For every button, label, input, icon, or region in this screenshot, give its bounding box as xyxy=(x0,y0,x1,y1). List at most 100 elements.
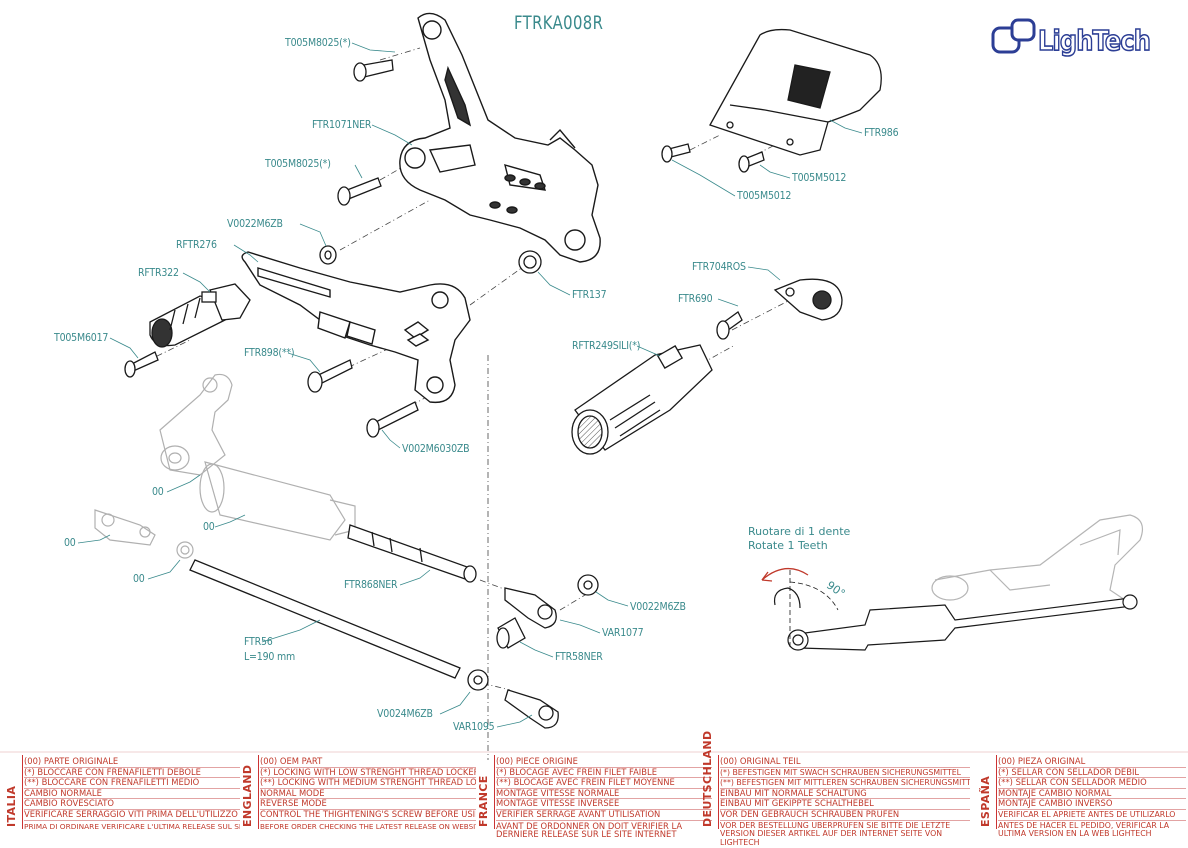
callout-label: FTR56 xyxy=(244,636,273,648)
footpeg-rftr249sili xyxy=(571,344,713,455)
legend-row: VERIFICARE SERRAGGIO VITI PRIMA DELL'UTI… xyxy=(24,810,240,821)
callout-label: FTR704ROS xyxy=(692,261,746,273)
logo-mark-icon xyxy=(991,18,1036,54)
callout-label: FTR868NER xyxy=(344,579,398,591)
callout-label: RFTR249SILI(*) xyxy=(572,340,641,352)
legend-row: ANTES DE HACER EL PEDIDO, VERIFICAR LA U… xyxy=(998,821,1170,839)
assembled-view xyxy=(931,514,1143,601)
legend-row: PRIMA DI ORDINARE VERIFICARE L'ULTIMA RE… xyxy=(24,821,240,831)
legend-row: (*) BLOCAGE AVEC FREIN FILET FAIBLE xyxy=(496,768,712,779)
legend-row: (**) LOCKING WITH MEDIUM STRENGHT THREAD… xyxy=(260,778,476,789)
callout-label: T005M8025(*) xyxy=(265,158,331,170)
callout-label: T005M5012 xyxy=(792,172,847,184)
brand-logo: LighTech xyxy=(990,18,1170,62)
legend-row: (**) SELLAR CON SELLADOR MEDIO xyxy=(998,778,1186,789)
callout-label: RFTR322 xyxy=(138,267,179,279)
bracket-ftr704ros xyxy=(773,278,843,321)
rotate-arrow xyxy=(761,568,809,582)
rod-ftr868ner xyxy=(347,524,477,583)
legend-lang: FRANCE xyxy=(477,775,490,827)
legend-row: (*) LOCKING WITH LOW STRENGHT THREAD LOC… xyxy=(260,767,476,779)
legend-row: (*) SELLAR CON SELLADOR DEBIL xyxy=(998,768,1186,779)
legend-row: BEFORE ORDER CHECKING THE LATEST RELEASE… xyxy=(260,821,476,831)
legend-row: (00) PIEZA ORIGINAL xyxy=(998,757,1186,768)
legend-row: (00) PARTE ORIGINALE xyxy=(24,757,240,768)
assembled-rod xyxy=(773,587,1138,651)
callout-label: FTR986 xyxy=(864,127,899,139)
legend-row: (**) BLOCCARE CON FRENAFILETTI MEDIO xyxy=(24,778,240,789)
leader-lines xyxy=(77,42,863,728)
callout-label: T005M6017 xyxy=(54,332,109,344)
legend-row: NORMAL MODE xyxy=(260,789,476,800)
legend-row: CAMBIO ROVESCIATO xyxy=(24,799,240,810)
legend-row: (**) BLOCAGE AVEC FREIN FILET MOYENNE xyxy=(496,778,712,789)
rotate-note: Ruotare di 1 dente Rotate 1 Teeth xyxy=(748,525,850,553)
nuts-spacers xyxy=(319,245,599,691)
legend-row: VOR DER BESTELLUNG ÜBERPRÜFEN SIE BITTE … xyxy=(720,821,951,848)
callout-label: FTR898(**) xyxy=(244,347,295,359)
legend-row: CAMBIO NORMALE xyxy=(24,789,240,800)
legend-row: (*) BEFESTIGEN MIT SWACH SCHRAUBEN SICHE… xyxy=(720,768,970,779)
callout-label: FTR58NER xyxy=(555,651,603,663)
callout-label: V002M6030ZB xyxy=(402,443,470,455)
legend-row: REVERSE MODE xyxy=(260,799,476,810)
legend-england: ENGLAND (00) OEM PART (*) LOCKING WITH L… xyxy=(240,755,476,831)
legend-lang: ENGLAND xyxy=(241,764,254,827)
callout-label: 00 xyxy=(203,521,215,533)
legend-row: CONTROL THE THIGHTENING'S SCREW BEFORE U… xyxy=(260,809,476,821)
angle-guide xyxy=(789,570,839,650)
legend-row: VOR DEN GEBRAUCH SCHRAUBEN PRÜFEN xyxy=(720,810,970,821)
callout-label: 00 xyxy=(152,486,164,498)
legend-lang: ITALIA xyxy=(5,785,18,827)
legend-france: FRANCE (00) PIECE ORIGINE (*) BLOCAGE AV… xyxy=(476,755,712,839)
parts-drawing xyxy=(0,12,1188,760)
bolts xyxy=(124,59,765,438)
heel-guard-ftr986 xyxy=(709,28,882,156)
callout-label: 00 xyxy=(133,573,145,585)
callout-label: VAR1077 xyxy=(602,627,644,639)
callout-label: V0022M6ZB xyxy=(227,218,283,230)
rod-ftr56 xyxy=(189,559,461,679)
legend-row: (**) BEFESTIGEN MIT MITTLEREN SCHRAUBEN … xyxy=(720,778,970,789)
callout-label: RFTR276 xyxy=(176,239,217,251)
legend-row: (*) BLOCCARE CON FRENAFILETTI DEBOLE xyxy=(24,768,240,779)
legend-italia: ITALIA (00) PARTE ORIGINALE (*) BLOCCARE… xyxy=(4,755,240,831)
legend-row: (00) ORIGINAL TEIL xyxy=(720,757,970,768)
lever-rftr276 xyxy=(241,251,471,404)
callout-label: VAR1095 xyxy=(453,721,495,733)
callout-label: L=190 mm xyxy=(244,651,296,663)
legend-lang: DEUTSCHLAND xyxy=(701,730,714,827)
callout-label: FTR690 xyxy=(678,293,713,305)
callout-label: T005M8025(*) xyxy=(285,37,351,49)
bracket-ftr1071ner xyxy=(399,12,601,263)
callout-label: FTR1071NER xyxy=(312,119,372,131)
legend-espana: ESPAÑA (00) PIEZA ORIGINAL (*) SELLAR CO… xyxy=(978,755,1188,838)
legend-row: (00) OEM PART xyxy=(260,757,476,768)
rotate-note-line1: Ruotare di 1 dente xyxy=(748,525,851,538)
callout-label: V0022M6ZB xyxy=(630,601,686,613)
callout-label: V0024M6ZB xyxy=(377,708,433,720)
legend-row: EINBAU MIT GEKIPPTE SCHALTHEBEL xyxy=(720,799,970,810)
legend-row: VERIFIER SERRAGE AVANT UTILISATION xyxy=(496,810,712,821)
exploded-diagram: FTRKA008R LighTech T005M8025(*) FTR1071N… xyxy=(0,12,1188,847)
rod-ends xyxy=(504,587,559,729)
rotate-note-line2: Rotate 1 Teeth xyxy=(748,539,828,552)
legend-row: VERIFICAR EL APRIETE ANTES DE UTILIZARLO xyxy=(998,810,1186,821)
peg-rftr322 xyxy=(149,283,251,348)
legend-row: MONTAJE CAMBIO NORMAL xyxy=(998,789,1186,800)
legend-row: MONTAGE VITESSE INVERSEE xyxy=(496,799,712,810)
drawing-title: FTRKA008R xyxy=(514,12,604,34)
logo-text: LighTech xyxy=(1037,23,1151,58)
callout-label: T005M5012 xyxy=(737,190,792,202)
legend-row: MONTAGE VITESSE NORMALE xyxy=(496,789,712,800)
legend-deutschland: DEUTSCHLAND (00) ORIGINAL TEIL (*) BEFES… xyxy=(700,730,970,847)
callout-label: 00 xyxy=(64,537,76,549)
legend-row: EINBAU MIT NORMALE SCHALTUNG xyxy=(720,789,970,800)
assembly-axes xyxy=(144,47,791,760)
legend-row: AVANT DE ORDONNER ON DOIT VÉRIFIER LA DE… xyxy=(496,821,683,840)
oem-ghost-parts xyxy=(94,373,356,559)
callout-label: FTR137 xyxy=(572,289,607,301)
legend-lang: ESPAÑA xyxy=(979,775,992,827)
legend-row: (00) PIECE ORIGINE xyxy=(496,757,712,768)
legend-row: MONTAJE CAMBIO INVERSO xyxy=(998,799,1186,810)
